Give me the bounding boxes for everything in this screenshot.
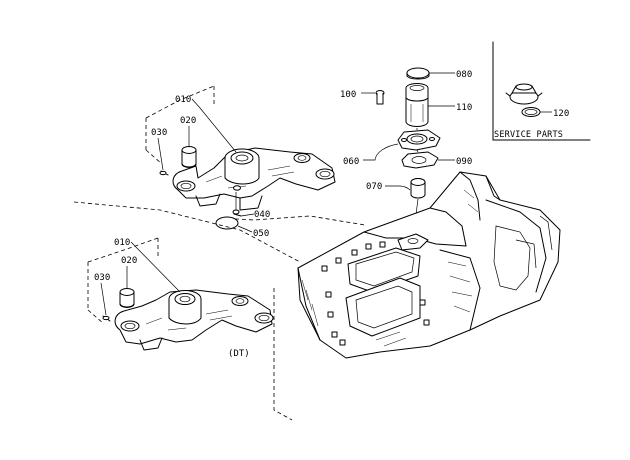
- part-label-030-bottom: 030: [94, 273, 110, 283]
- part-label-060: 060: [343, 157, 359, 167]
- bottom-assembly-boundary: [73, 201, 301, 421]
- leader-030-top: [157, 137, 164, 171]
- part-label-120: 120: [553, 109, 569, 119]
- part-label-030-top: 030: [151, 128, 167, 138]
- part-label-090: 090: [456, 157, 472, 167]
- part-label-010-bottom: 010: [114, 238, 130, 248]
- bottom-bushing-020: [119, 288, 135, 308]
- gasket-090: [401, 151, 439, 169]
- leader-050: [237, 225, 253, 233]
- flange-060: [397, 129, 441, 151]
- bolt-100: [375, 90, 385, 105]
- top-bushing-020: [181, 146, 197, 168]
- part-label-080: 080: [456, 70, 472, 80]
- top-lift-arm: [172, 147, 336, 211]
- leader-010-bottom: [130, 241, 181, 293]
- part-label-100: 100: [340, 90, 356, 100]
- pin-040-050: [215, 192, 242, 230]
- top-pin-030: [159, 170, 169, 176]
- leader-010-top-b: [199, 107, 237, 153]
- part-label-010-top: 010: [175, 95, 191, 105]
- part-label-070: 070: [366, 182, 382, 192]
- bushing-070: [410, 178, 426, 199]
- bottom-pin-030: [102, 315, 111, 322]
- part-120-drawing: [505, 83, 543, 117]
- main-housing: [297, 171, 561, 359]
- leader-040: [240, 213, 255, 217]
- variant-label-dt: (DT): [228, 349, 250, 359]
- part-label-050: 050: [253, 229, 269, 239]
- leader-060: [363, 143, 399, 161]
- leader-010-top: [191, 98, 201, 109]
- axis-segment-c: [416, 149, 419, 153]
- housing-bolt-holes: [321, 241, 430, 346]
- cap-080: [406, 67, 430, 80]
- service-parts-box: SERVICE PARTS: [492, 41, 591, 141]
- part-label-020-bottom: 020: [121, 256, 137, 266]
- part-label-110: 110: [456, 103, 472, 113]
- leader-030-bottom: [100, 282, 107, 316]
- bottom-lift-arm: [114, 289, 274, 351]
- leader-070: [385, 185, 411, 191]
- part-label-020-top: 020: [180, 116, 196, 126]
- cylinder-110: [405, 83, 429, 127]
- part-label-040: 040: [254, 210, 270, 220]
- top-assembly-boundary: [145, 85, 366, 226]
- service-parts-title: SERVICE PARTS: [494, 130, 563, 140]
